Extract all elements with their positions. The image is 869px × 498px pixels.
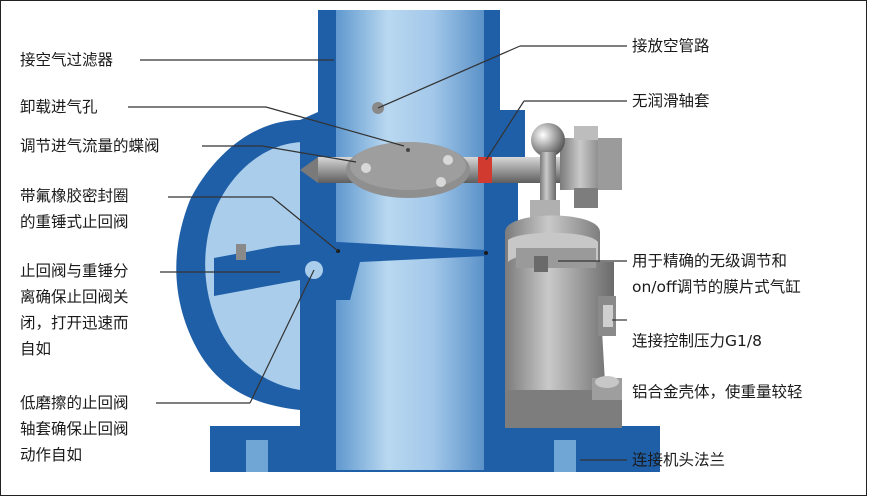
leader-butterfly — [261, 145, 357, 163]
label-bushing-line1: 低磨擦的止回阀 — [20, 394, 129, 412]
lever-ball — [531, 123, 565, 157]
leader-oilless-bushing — [485, 100, 525, 161]
main-bore — [336, 10, 484, 470]
leader-vent-pipe — [377, 45, 521, 109]
label-control-pressure: 连接控制压力G1/8 — [632, 332, 762, 350]
label-bushing-line3: 动作自如 — [20, 446, 83, 464]
label-butterfly-valve: 调节进气流量的蝶阀 — [20, 137, 160, 155]
label-check-valve-line1: 带氟橡胶密封圈 — [20, 187, 129, 205]
label-flange: 连接机头法兰 — [632, 451, 726, 469]
label-vent-pipe: 接放空管路 — [632, 37, 710, 55]
label-separation-line2: 离确保止回阀关 — [20, 288, 129, 306]
seal-ring — [478, 157, 492, 183]
label-separation-line1: 止回阀与重锤分 — [20, 262, 129, 280]
label-oilless-bushing: 无润滑轴套 — [632, 92, 710, 110]
label-cylinder-line1: 用于精确的无级调节和 — [632, 252, 788, 270]
label-separation-line4: 自如 — [20, 340, 52, 358]
leader-bushing — [249, 269, 315, 404]
leader-unload-hole — [265, 106, 405, 147]
label-unload-hole: 卸载进气孔 — [20, 98, 98, 116]
check-valve-flap — [214, 242, 486, 300]
leader-check-valve — [271, 196, 339, 252]
label-aluminum-housing: 铝合金壳体，使重量较轻 — [632, 383, 803, 401]
label-bushing-line2: 轴套确保止回阀 — [20, 420, 129, 438]
label-separation-line3: 闭，打开迅速而 — [20, 314, 129, 332]
label-cylinder-line2: on/off调节的膜片式气缸 — [632, 278, 801, 296]
label-air-filter: 接空气过滤器 — [20, 51, 114, 69]
label-check-valve-line2: 的重锤式止回阀 — [20, 213, 129, 231]
leader-lines — [128, 45, 627, 461]
